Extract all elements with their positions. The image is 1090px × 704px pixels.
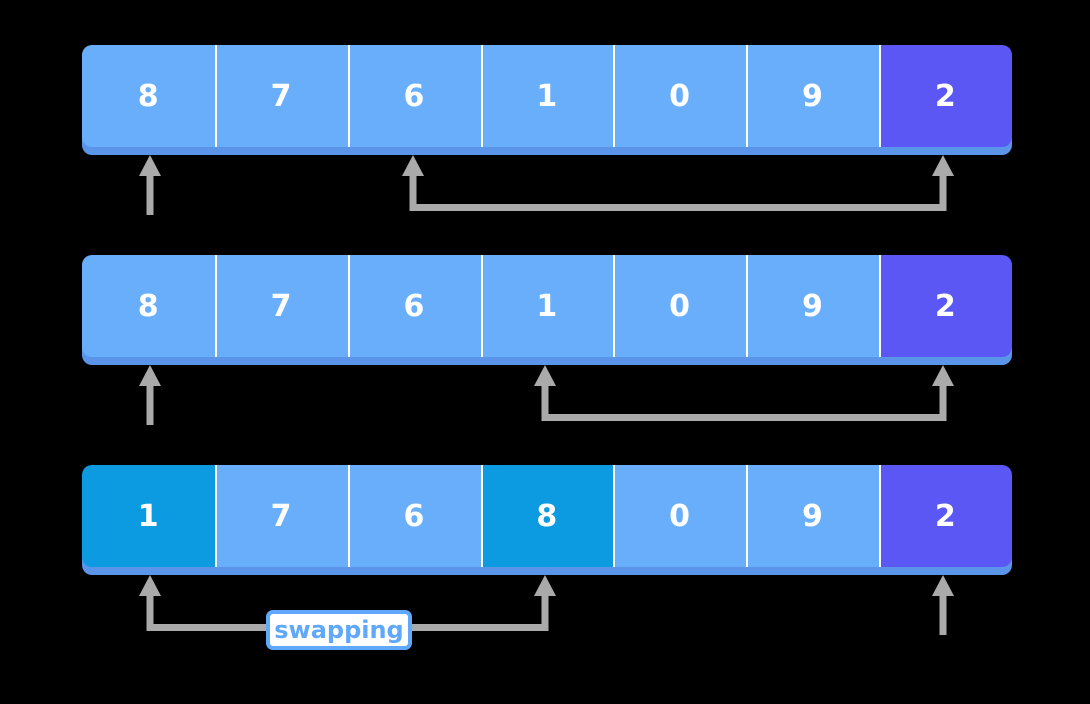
array-cell[interactable]: 0 [613, 45, 747, 147]
row-3-pointer-pivot-arrow [932, 575, 954, 635]
row-3-cells: 1 7 6 8 0 9 2 [82, 465, 1012, 567]
array-cell[interactable]: 9 [746, 45, 880, 147]
array-cell[interactable]: 1 [480, 255, 614, 357]
array-cell[interactable]: 6 [347, 45, 481, 147]
array-cell[interactable]: 0 [613, 255, 747, 357]
row-2-pointer-i-arrow [139, 365, 161, 425]
row-1-pointer-i-arrow [139, 155, 161, 215]
array-cell[interactable]: 0 [613, 465, 747, 567]
array-cell[interactable]: 6 [347, 465, 481, 567]
row-2-cells: 8 7 6 1 0 9 2 [82, 255, 1012, 357]
row-2-pointer-bracket [534, 365, 954, 421]
array-cell-pivot[interactable]: 2 [879, 465, 1012, 567]
array-cell-pivot[interactable]: 2 [879, 45, 1012, 147]
array-cell[interactable]: 9 [746, 255, 880, 357]
array-cell[interactable]: 9 [746, 465, 880, 567]
array-cell-swapped[interactable]: 8 [480, 465, 614, 567]
array-cell-pivot[interactable]: 2 [879, 255, 1012, 357]
swapping-label: swapping [266, 610, 412, 650]
array-cell[interactable]: 8 [82, 45, 215, 147]
array-cell[interactable]: 7 [214, 465, 348, 567]
array-cell-swapped[interactable]: 1 [82, 465, 215, 567]
array-cell[interactable]: 1 [480, 45, 614, 147]
array-cell[interactable]: 6 [347, 255, 481, 357]
array-cell[interactable]: 7 [214, 45, 348, 147]
array-cell[interactable]: 8 [82, 255, 215, 357]
row-1-cells: 8 7 6 1 0 9 2 [82, 45, 1012, 147]
row-1-pointer-bracket [402, 155, 954, 211]
array-cell[interactable]: 7 [214, 255, 348, 357]
